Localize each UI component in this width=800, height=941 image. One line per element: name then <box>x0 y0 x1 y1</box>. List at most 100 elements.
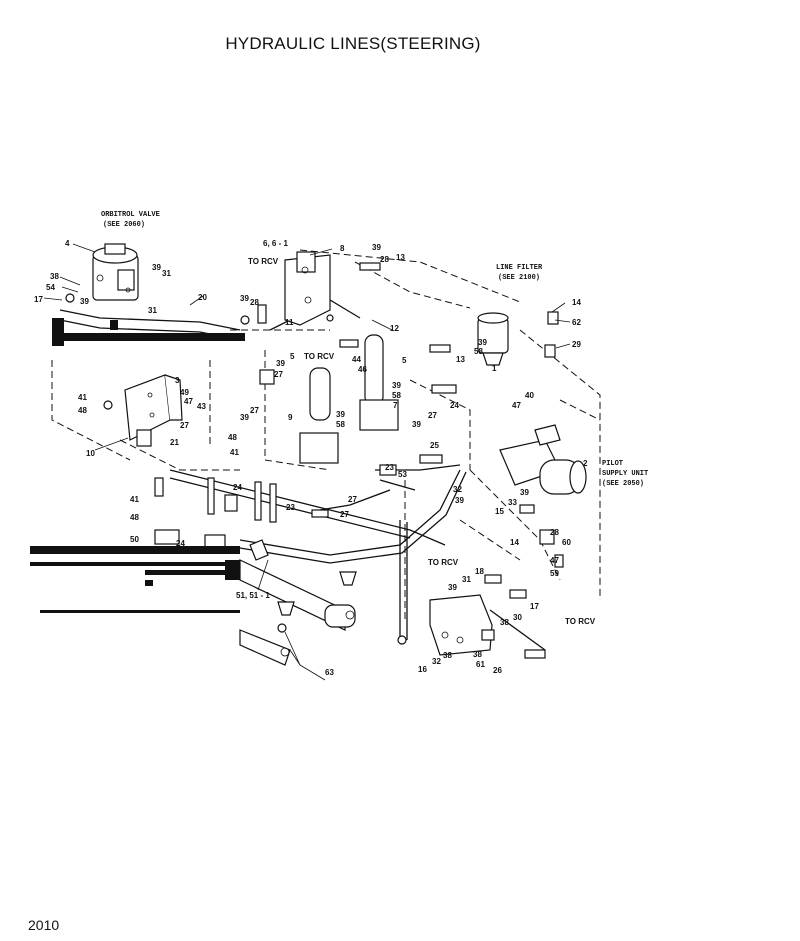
callout: 32 <box>432 657 441 666</box>
callout: 41 <box>230 448 239 457</box>
callout: 28 <box>550 528 559 537</box>
callout: 18 <box>475 567 484 576</box>
orbitrol-valve-note-2: (SEE 2060) <box>103 221 145 229</box>
steering-cylinder <box>239 539 356 666</box>
callout: 27 <box>180 421 189 430</box>
callout: 54 <box>46 283 55 292</box>
pilot-note-1: PILOT <box>602 460 623 468</box>
callout: 9 <box>288 413 293 422</box>
callout: 15 <box>495 507 504 516</box>
callout: 58 <box>336 420 345 429</box>
callout: TO RCV <box>304 352 335 361</box>
callout: 47 <box>184 397 193 406</box>
callout: 51, 51 - 1 <box>236 591 270 600</box>
callout: 39 <box>448 583 457 592</box>
callout: 17 <box>530 602 539 611</box>
callout: 2 <box>583 459 588 468</box>
callout: 25 <box>430 441 439 450</box>
callout: 59 <box>550 569 559 578</box>
fittings <box>65 262 564 659</box>
pilot-note-2: SUPPLY UNIT <box>602 470 648 478</box>
callout: 31 <box>462 575 471 584</box>
callout: 23 <box>385 463 394 472</box>
valve-block <box>124 374 183 441</box>
callout: 31 <box>148 306 157 315</box>
callout: 24 <box>450 401 459 410</box>
callout: 61 <box>476 660 485 669</box>
line-filter-note-2: (SEE 2100) <box>498 274 540 282</box>
callout: 58 <box>474 347 483 356</box>
callout: 26 <box>493 666 502 675</box>
callout: TO RCV <box>248 257 279 266</box>
callout: 39 <box>80 297 89 306</box>
accumulators <box>299 334 399 464</box>
leader-lines <box>43 243 571 681</box>
callout: 63 <box>325 668 334 677</box>
callout: TO RCV <box>565 617 596 626</box>
line-filter-note-1: LINE FILTER <box>496 264 543 272</box>
callout: 5 <box>290 352 295 361</box>
callout: 47 <box>550 556 559 565</box>
callout: 33 <box>508 498 517 507</box>
callout: 23 <box>286 503 295 512</box>
callout: 27 <box>250 406 259 415</box>
callout: 48 <box>228 433 237 442</box>
callout: 41 <box>78 393 87 402</box>
callout: 39 <box>240 413 249 422</box>
callout: 27 <box>274 370 283 379</box>
callout: 39 <box>520 488 529 497</box>
callout: 14 <box>510 538 519 547</box>
callout: 1 <box>492 364 497 373</box>
callout: 27 <box>340 510 349 519</box>
pilot-supply-unit <box>499 424 587 495</box>
callout: 10 <box>86 449 95 458</box>
callout: 39 <box>240 294 249 303</box>
callout: 38 <box>50 272 59 281</box>
callout: 60 <box>562 538 571 547</box>
callout: 41 <box>130 495 139 504</box>
callout: 39 <box>412 420 421 429</box>
callout: 29 <box>572 340 581 349</box>
callout: 20 <box>198 293 207 302</box>
callout: 39 <box>372 243 381 252</box>
callout: 27 <box>348 495 357 504</box>
callout: 16 <box>418 665 427 674</box>
callout: 39 <box>336 410 345 419</box>
callout: 24 <box>233 483 242 492</box>
page-number: 2010 <box>28 917 60 933</box>
callout: 44 <box>352 355 361 364</box>
callout: 5 <box>402 356 407 365</box>
callout: 39 <box>276 359 285 368</box>
callout: 12 <box>390 324 399 333</box>
callout: 50 <box>130 535 139 544</box>
callout: 62 <box>572 318 581 327</box>
callout: 40 <box>525 391 534 400</box>
callout: 24 <box>176 539 185 548</box>
orbitrol-valve-note-1: ORBITROL VALVE <box>101 211 160 219</box>
callout: 13 <box>456 355 465 364</box>
callout: TO RCV <box>428 558 459 567</box>
callout: 31 <box>162 269 171 278</box>
callout: 53 <box>398 470 407 479</box>
callout: 39 <box>478 338 487 347</box>
callout: 38 <box>473 650 482 659</box>
callout: 48 <box>130 513 139 522</box>
scan-artifacts <box>30 318 245 613</box>
callout: 39 <box>392 381 401 390</box>
callout: 46 <box>358 365 367 374</box>
callout: 28 <box>380 255 389 264</box>
callout: 7 <box>393 401 398 410</box>
page-title: HYDRAULIC LINES(STEERING) <box>225 34 481 53</box>
hydraulic-hoses <box>59 299 546 651</box>
callout: 39 <box>455 496 464 505</box>
mounting-bracket <box>284 251 331 326</box>
callout: 17 <box>34 295 43 304</box>
callout: 38 <box>443 651 452 660</box>
callout: 6, 6 - 1 <box>263 239 288 248</box>
line-filter <box>477 312 509 366</box>
callout: 11 <box>285 318 294 327</box>
callout: 58 <box>392 391 401 400</box>
pilot-valve-block <box>429 594 495 656</box>
orbitrol-valve <box>92 243 139 301</box>
